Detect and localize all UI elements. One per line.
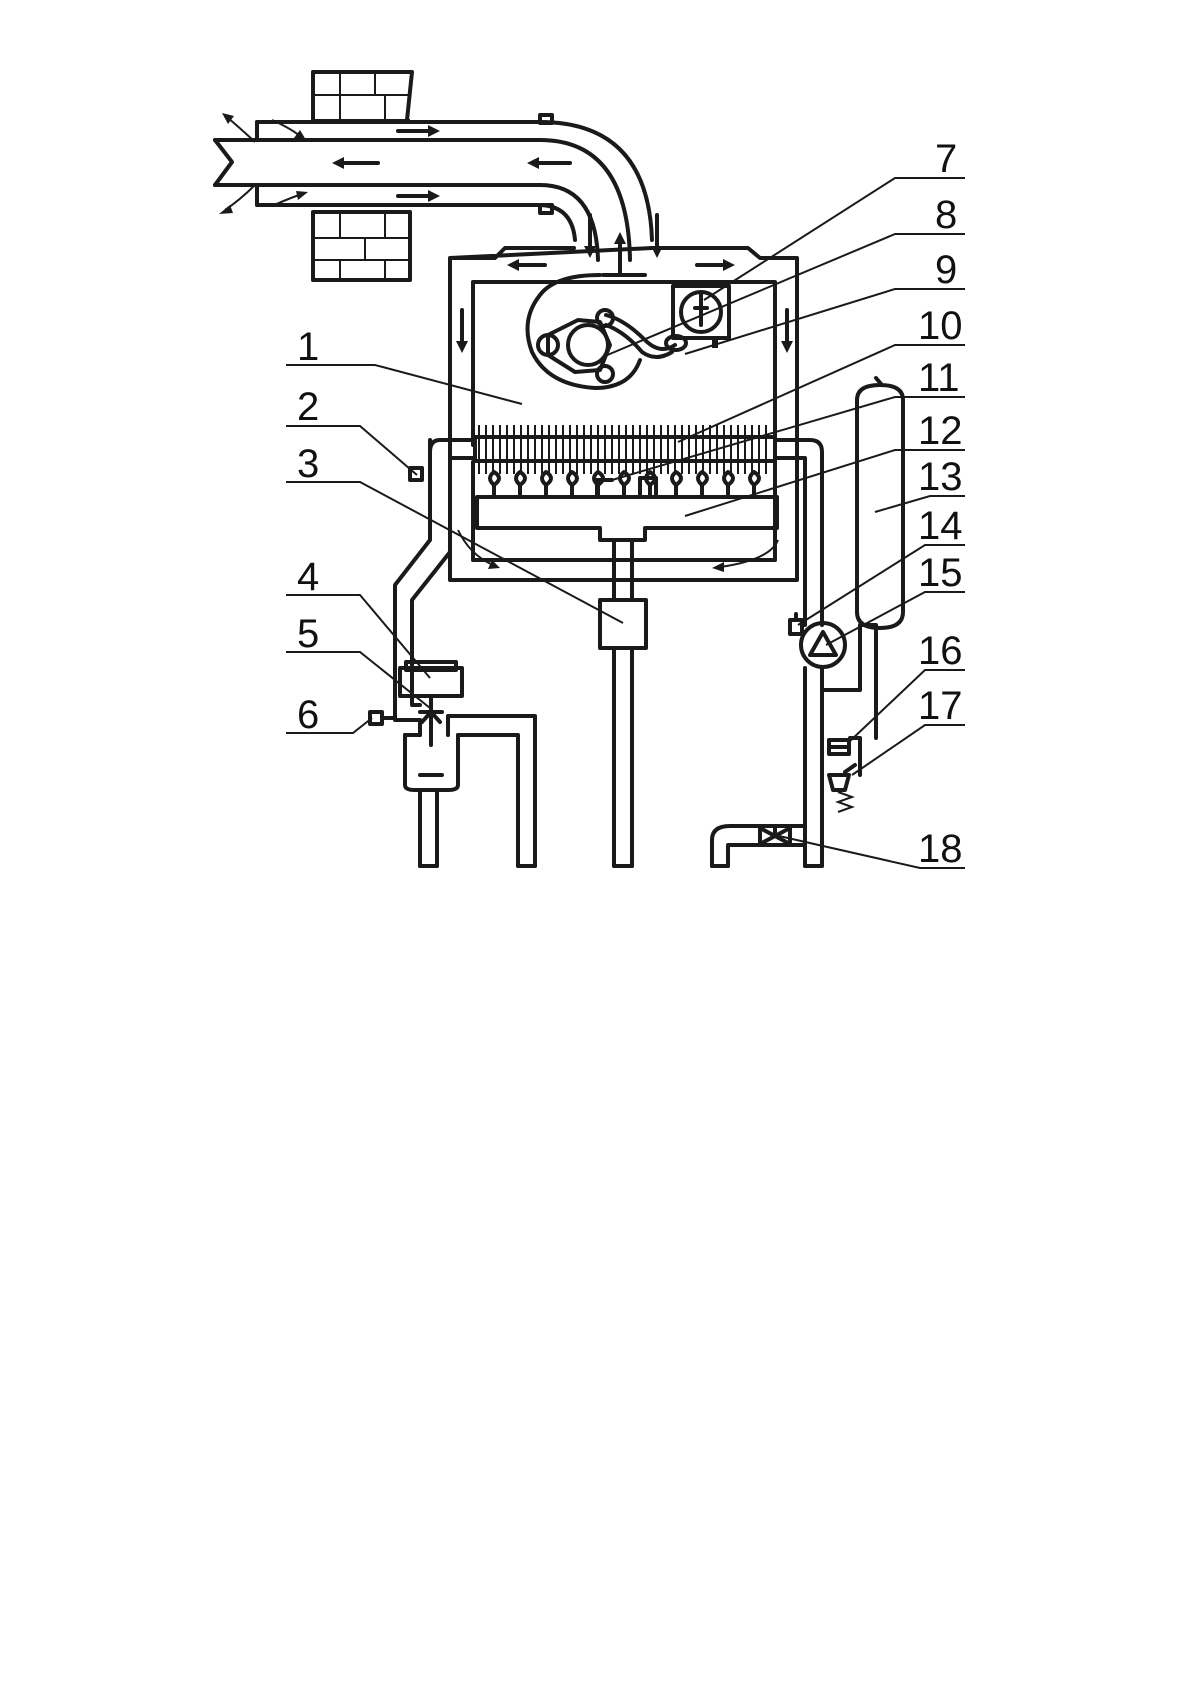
callout-11: 11	[918, 356, 960, 400]
callout-5: 5	[297, 612, 319, 656]
gas-supply	[600, 540, 646, 866]
heat-exchanger	[430, 425, 775, 474]
callout-12: 12	[918, 409, 963, 453]
fan	[528, 275, 646, 388]
callout-18: 18	[918, 827, 963, 871]
callout-3: 3	[297, 442, 319, 486]
brick-wall	[313, 72, 412, 280]
valves-right	[760, 740, 855, 844]
burner	[477, 472, 777, 540]
callout-15: 15	[918, 551, 963, 595]
callout-17: 17	[918, 684, 963, 728]
expansion-vessel	[857, 378, 903, 628]
callout-16: 16	[918, 629, 963, 673]
callout-10: 10	[918, 304, 963, 348]
callout-1: 1	[297, 325, 319, 369]
callout-7: 7	[935, 137, 957, 181]
callout-8: 8	[935, 193, 957, 237]
callout-14: 14	[918, 504, 963, 548]
callout-4: 4	[297, 555, 319, 599]
callout-9: 9	[935, 248, 957, 292]
callout-6: 6	[297, 693, 319, 737]
callout-13: 13	[918, 455, 963, 499]
callout-2: 2	[297, 385, 319, 429]
pump	[790, 614, 845, 667]
